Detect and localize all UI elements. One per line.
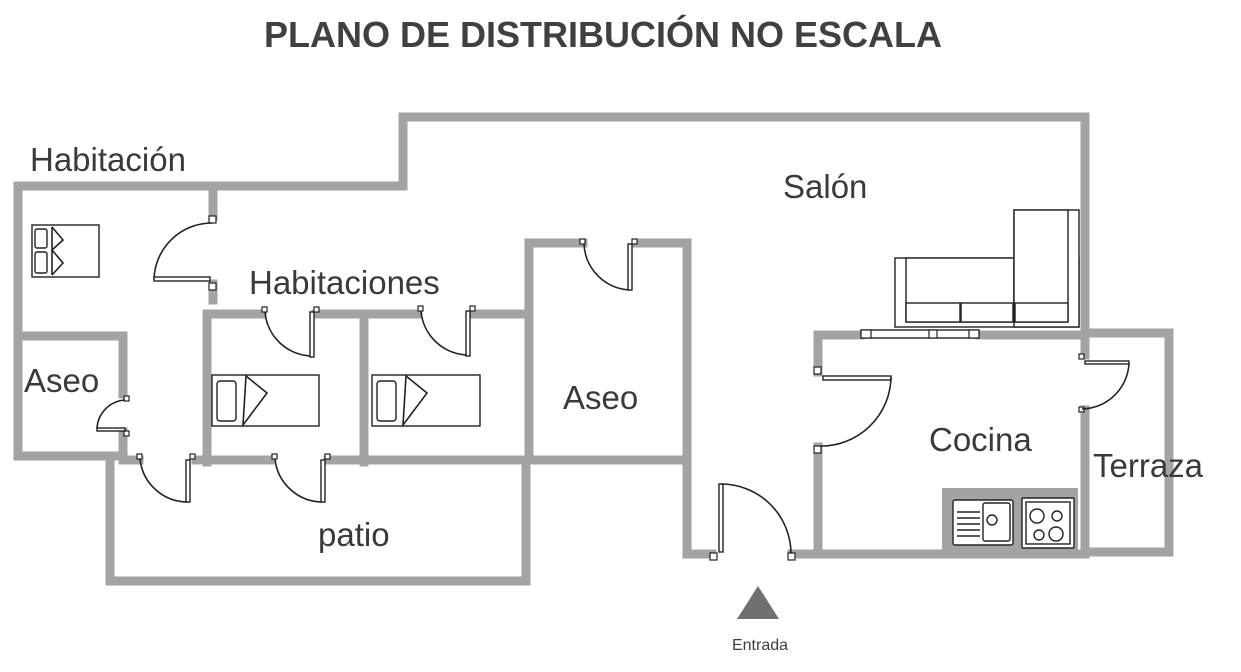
room-label-patio: patio <box>318 516 390 553</box>
door-terraza <box>1078 353 1130 413</box>
furniture <box>31 209 1080 549</box>
wall-outer-left <box>13 181 128 461</box>
room-label-habitaciones: Habitaciones <box>249 264 440 301</box>
cooktop-icon <box>1021 497 1075 549</box>
door-aseo-center <box>579 238 638 291</box>
double-bed-icon <box>31 224 100 278</box>
room-label-aseo-left: Aseo <box>24 362 99 399</box>
door-habitaciones-1 <box>261 306 320 358</box>
single-bed-icon <box>371 374 481 428</box>
wall-cocina-left-upper <box>813 330 865 377</box>
wall-habitaciones-top-a <box>202 309 267 467</box>
wall-terraza <box>1080 328 1174 557</box>
room-label-terraza: Terraza <box>1093 447 1204 484</box>
door-aseo-left <box>96 395 130 437</box>
page-title: PLANO DE DISTRIBUCIÓN NO ESCALA <box>263 14 943 55</box>
door-patio-2 <box>271 453 331 503</box>
room-label-habitacion: Habitación <box>30 141 186 178</box>
door-entrada <box>709 483 796 561</box>
wall-aseo-center <box>524 238 588 465</box>
door-patio-1 <box>136 453 196 503</box>
door-habitacion <box>153 215 217 291</box>
window-salon-cocina <box>860 329 980 339</box>
doors <box>96 215 1130 561</box>
room-label-salon: Salón <box>783 168 867 205</box>
sink-icon <box>952 499 1014 546</box>
wall-patio <box>105 455 531 586</box>
door-cocina <box>813 366 892 454</box>
wall-aseo-left <box>13 331 128 399</box>
door-habitaciones-2 <box>417 305 476 357</box>
room-label-aseo-center: Aseo <box>563 379 638 416</box>
entrance-label: Entrada <box>731 637 789 654</box>
sofa-icon <box>894 209 1080 328</box>
triangle-up-icon <box>737 586 779 619</box>
wall-outer-top <box>13 112 1090 335</box>
room-labels: Habitación Habitaciones Aseo Aseo patio … <box>24 141 1204 553</box>
room-label-cocina: Cocina <box>929 421 1032 458</box>
wall-aseo-center-right <box>631 238 717 559</box>
single-bed-icon <box>211 374 320 428</box>
